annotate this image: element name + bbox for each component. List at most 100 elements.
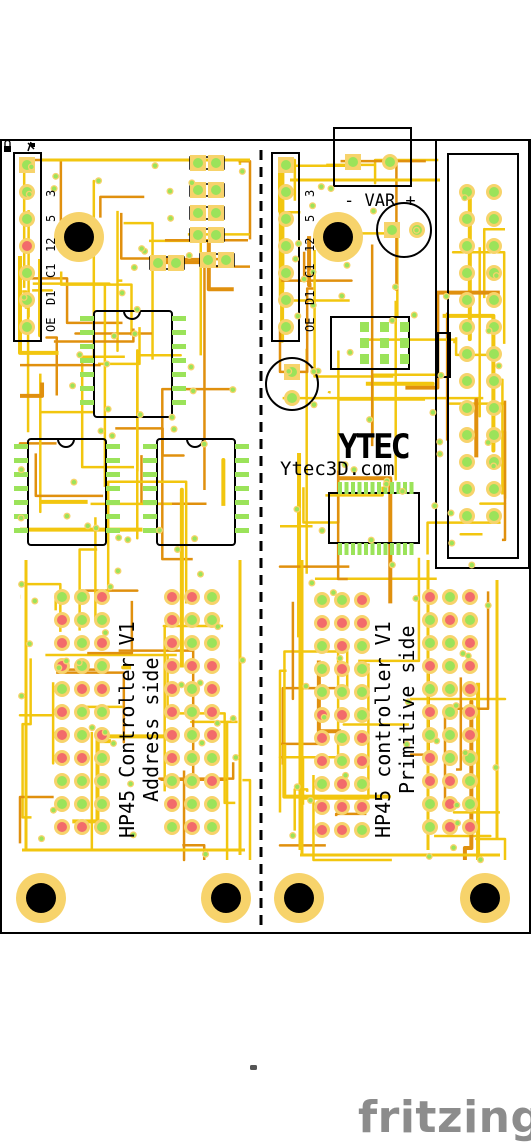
pad (445, 592, 455, 602)
pad (22, 214, 32, 224)
ic-pin (143, 472, 157, 477)
pad (193, 208, 203, 218)
via (138, 412, 143, 417)
pin-icon (27, 141, 35, 152)
via (369, 537, 374, 543)
ic-pin (106, 472, 120, 477)
via (437, 439, 442, 445)
pad (425, 707, 435, 717)
pad (193, 185, 203, 195)
via (179, 682, 184, 688)
pad (57, 799, 67, 809)
pad-layer (14, 154, 503, 864)
via (485, 603, 491, 608)
via (199, 740, 205, 746)
pad (193, 230, 203, 240)
pad (357, 687, 367, 697)
via (437, 451, 443, 457)
ic-pin (80, 316, 94, 321)
via (171, 426, 177, 432)
pad (287, 393, 297, 403)
via (319, 184, 324, 189)
pad (317, 641, 327, 651)
ic-pin (80, 372, 94, 377)
left-label-oe: OE (44, 318, 58, 332)
pad (97, 753, 107, 763)
pad (207, 799, 217, 809)
pad (22, 268, 32, 278)
pad (171, 258, 181, 268)
pad (207, 822, 217, 832)
via (168, 216, 173, 221)
via (295, 313, 300, 319)
ytec-logo: YTEC (338, 427, 411, 467)
trace (426, 521, 501, 555)
pad (462, 322, 472, 332)
pad (425, 638, 435, 648)
pad (357, 779, 367, 789)
pad (57, 592, 67, 602)
pad (425, 799, 435, 809)
via (390, 562, 395, 568)
ic-pin (377, 543, 381, 555)
pad (317, 756, 327, 766)
trace (454, 337, 494, 357)
ic-pin (143, 500, 157, 505)
left-title-line1: HP45 Controller V1 (115, 621, 139, 838)
via (103, 630, 108, 635)
via (342, 462, 348, 467)
pad (97, 684, 107, 694)
via (451, 845, 456, 850)
via (70, 383, 75, 388)
via (412, 312, 417, 318)
ic-pin (172, 344, 186, 349)
pad (462, 214, 472, 224)
via (308, 798, 313, 803)
via (310, 269, 316, 275)
pad (211, 230, 221, 240)
via (202, 441, 207, 447)
pad (317, 687, 327, 697)
pad (317, 664, 327, 674)
smd-pad (360, 338, 369, 348)
via (286, 369, 291, 374)
via (115, 568, 121, 574)
right-label-c1: C1 (303, 264, 317, 278)
via (169, 415, 175, 420)
pad (77, 822, 87, 832)
ic-pin (80, 358, 94, 363)
via (390, 318, 395, 323)
via (485, 440, 491, 445)
via (32, 598, 38, 604)
pad (462, 295, 472, 305)
via (449, 540, 455, 546)
pad (167, 592, 177, 602)
via (112, 333, 117, 339)
var-label: - VAR + (344, 191, 416, 211)
via (240, 169, 245, 174)
pad (97, 615, 107, 625)
pad (77, 753, 87, 763)
via (463, 750, 468, 756)
pad (167, 615, 177, 625)
via (175, 547, 180, 552)
ic-pin (370, 543, 375, 555)
ic-pin (14, 528, 28, 533)
trace (338, 476, 393, 604)
pad (57, 707, 67, 717)
via (71, 479, 77, 485)
pad (77, 592, 87, 602)
via (347, 350, 353, 355)
pad (489, 295, 499, 305)
via (295, 784, 300, 789)
pad (357, 756, 367, 766)
ic-pin (409, 543, 414, 555)
via (51, 186, 57, 191)
pad (207, 776, 217, 786)
via (18, 515, 24, 521)
ic-pin (396, 482, 401, 494)
right-header-outline (271, 152, 300, 342)
pad (187, 753, 197, 763)
trace (115, 427, 185, 457)
